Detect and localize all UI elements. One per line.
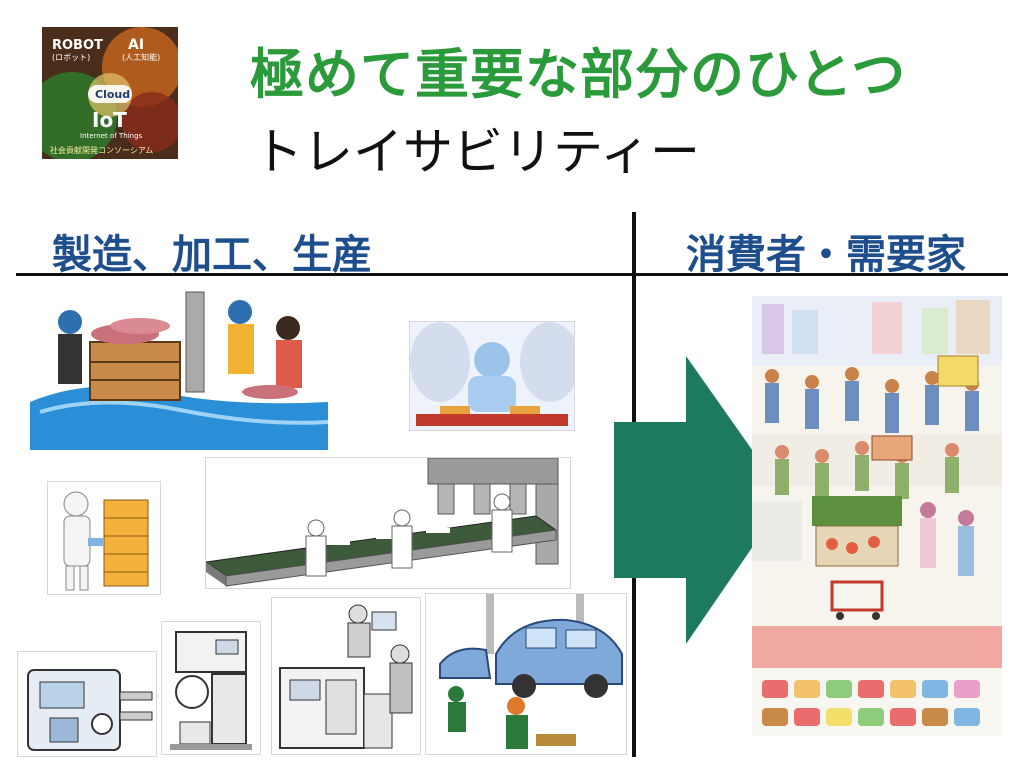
illustration-factory-operators xyxy=(271,597,421,755)
right-arrow-icon xyxy=(614,356,786,644)
section-heading-production: 製造、加工、生産 xyxy=(52,232,372,278)
section-heading-consumers: 消費者・需要家 xyxy=(686,232,966,278)
illustration-fish-processing xyxy=(30,282,328,450)
illustration-production-line xyxy=(205,457,571,589)
logo-ai: AI xyxy=(128,37,144,53)
logo-iot: IoT xyxy=(92,108,127,132)
page-title: 極めて重要な部分のひとつ xyxy=(250,43,907,106)
horizontal-divider xyxy=(16,273,1008,276)
logo-iot-sub: Internet of Things xyxy=(80,132,143,140)
page-subtitle: トレイサビリティー xyxy=(253,123,700,181)
illustration-cleanroom-worker xyxy=(47,481,161,595)
logo: ROBOT (ロボット) AI (人工知能) Cloud IoT Interne… xyxy=(42,27,178,159)
illustration-car-assembly xyxy=(425,593,627,755)
illustration-consumers-shopping xyxy=(752,296,1002,736)
logo-org: 社会貢献開発コンソーシアム xyxy=(50,145,153,155)
illustration-food-packing xyxy=(409,321,575,431)
illustration-packaging-machine xyxy=(17,651,157,757)
logo-robot: ROBOT xyxy=(52,38,103,53)
logo-ai-sub: (人工知能) xyxy=(122,52,160,62)
logo-robot-sub: (ロボット) xyxy=(52,53,90,62)
illustration-processing-machine xyxy=(161,621,261,755)
logo-cloud: Cloud xyxy=(95,88,130,101)
